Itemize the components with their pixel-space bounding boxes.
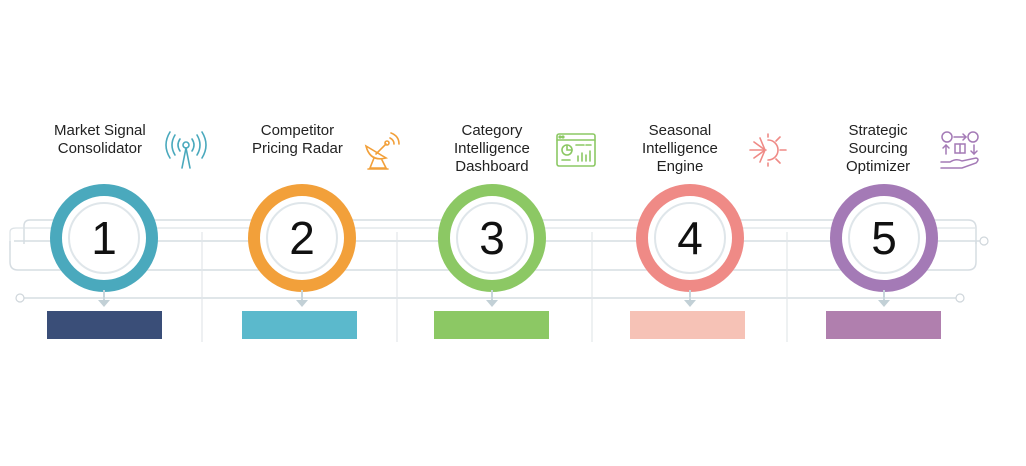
step-title: Seasonal Intelligence Engine — [642, 122, 718, 176]
step-title-line: Category — [461, 122, 523, 139]
step-title-line: Dashboard — [455, 158, 529, 175]
step-color-bar — [630, 311, 745, 339]
antenna-signal-icon — [164, 128, 208, 172]
step-title-line: Seasonal — [648, 122, 712, 139]
sourcing-exchange-icon — [938, 128, 982, 172]
step-number-ring: 4 — [636, 184, 744, 292]
step-color-bar — [242, 311, 357, 339]
step-title-line: Competitor — [260, 122, 335, 139]
step-3: Category Intelligence Dashboard 3 — [396, 0, 596, 466]
step-stem — [689, 290, 691, 302]
step-number: 2 — [289, 212, 315, 264]
step-color-bar — [826, 311, 941, 339]
dashboard-panel-icon — [554, 128, 598, 172]
step-stem — [883, 290, 885, 302]
step-4: Seasonal Intelligence Engine 4 — [592, 0, 792, 466]
step-title-line: Intelligence — [642, 140, 718, 157]
step-title-line: Consolidator — [57, 140, 142, 157]
step-number: 5 — [871, 212, 897, 264]
step-number: 4 — [677, 212, 703, 264]
step-number-ring: 3 — [438, 184, 546, 292]
step-title: Strategic Sourcing Optimizer — [846, 122, 910, 176]
step-title-line: Engine — [656, 158, 704, 175]
sun-snowflake-icon — [746, 128, 790, 172]
step-number-ring: 5 — [830, 184, 938, 292]
step-2: Competitor Pricing Radar 2 — [200, 0, 400, 466]
step-arrow — [878, 300, 890, 307]
step-number: 1 — [91, 212, 117, 264]
step-arrow — [684, 300, 696, 307]
step-title-line: Sourcing — [848, 140, 908, 157]
step-color-bar — [434, 311, 549, 339]
step-title-line: Market Signal — [54, 122, 146, 139]
step-title: Category Intelligence Dashboard — [454, 122, 530, 176]
step-arrow — [486, 300, 498, 307]
step-number-ring: 2 — [248, 184, 356, 292]
step-arrow — [98, 300, 110, 307]
step-stem — [103, 290, 105, 302]
satellite-dish-icon — [360, 128, 404, 172]
step-title-line: Strategic — [848, 122, 908, 139]
step-arrow — [296, 300, 308, 307]
step-title-line: Optimizer — [846, 158, 911, 175]
step-5: Strategic Sourcing Optimizer 5 — [788, 0, 988, 466]
step-stem — [491, 290, 493, 302]
step-title: Competitor Pricing Radar — [252, 122, 343, 158]
step-color-bar — [47, 311, 162, 339]
step-stem — [301, 290, 303, 302]
step-number: 3 — [479, 212, 505, 264]
step-title: Market Signal Consolidator — [54, 122, 146, 158]
step-title-line: Pricing Radar — [252, 140, 343, 157]
step-title-line: Intelligence — [454, 140, 530, 157]
step-1: Market Signal Consolidator 1 — [4, 0, 207, 466]
step-number-ring: 1 — [50, 184, 158, 292]
